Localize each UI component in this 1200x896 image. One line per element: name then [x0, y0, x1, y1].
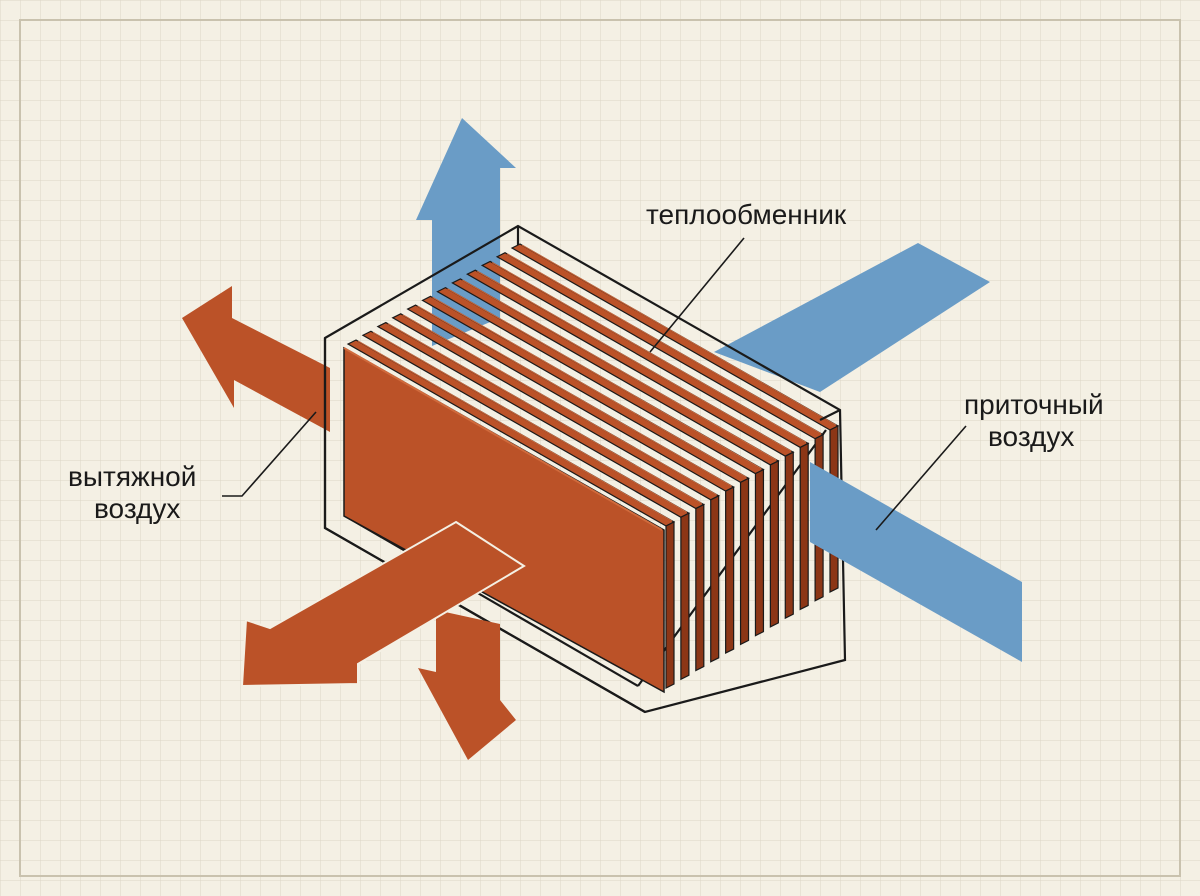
- frame-border: [19, 19, 1181, 877]
- exchanger-plate-side: [725, 486, 735, 655]
- exchanger-plate-highlight: [491, 262, 807, 443]
- exchanger-plate-side: [769, 459, 779, 628]
- exchanger-plate-highlight: [521, 244, 837, 426]
- exchanger-plate-highlight: [506, 253, 822, 435]
- exchanger-plate-side: [680, 512, 690, 681]
- supply-air-arrow-up: [416, 118, 516, 346]
- exhaust-air-arrow-down: [418, 610, 516, 760]
- exchanger-plate-highlight: [462, 279, 777, 461]
- exhaust-air-arrow-left: [240, 520, 526, 688]
- exchanger-plate-highlight: [432, 296, 747, 478]
- leader-lines: [222, 237, 967, 531]
- label-supply-air-line2: воздух: [988, 421, 1074, 452]
- exchanger-plate-side: [754, 468, 765, 637]
- exchanger-plate-highlight: [402, 314, 717, 496]
- leader-line-exhaust: [222, 411, 317, 497]
- exchanger-plate-side: [739, 477, 750, 646]
- exhaust-air-arrow-out: [182, 286, 330, 432]
- exchanger-plate-highlight: [447, 288, 762, 470]
- exchanger-plate-side: [710, 494, 720, 663]
- exchanger-plate-highlight: [387, 323, 703, 504]
- label-exhaust-air-line2: воздух: [94, 493, 180, 524]
- supply-air-stream-in: [714, 243, 990, 392]
- exchanger-plate-highlight: [357, 340, 673, 522]
- label-exhaust-air-line1: вытяжной: [68, 461, 196, 492]
- exchanger-plate-side: [784, 451, 794, 620]
- exchanger-plate-side: [665, 521, 675, 689]
- supply-air-stream-out: [810, 462, 1022, 662]
- housing-frame-front: [323, 338, 841, 713]
- exchanger-front-face-edge: [343, 347, 663, 531]
- leader-line-exchanger: [649, 237, 745, 353]
- exchanger-plate-highlight: [372, 331, 688, 513]
- label-exchanger: теплообменник: [646, 199, 847, 230]
- leader-line-supply: [875, 425, 967, 531]
- exchanger-plate-side: [799, 442, 809, 611]
- exchanger-plate-highlight: [417, 305, 732, 487]
- exchanger-plate-highlight: [477, 270, 792, 452]
- exchanger-plate-side: [695, 503, 705, 672]
- label-supply-air-line1: приточный: [964, 389, 1104, 420]
